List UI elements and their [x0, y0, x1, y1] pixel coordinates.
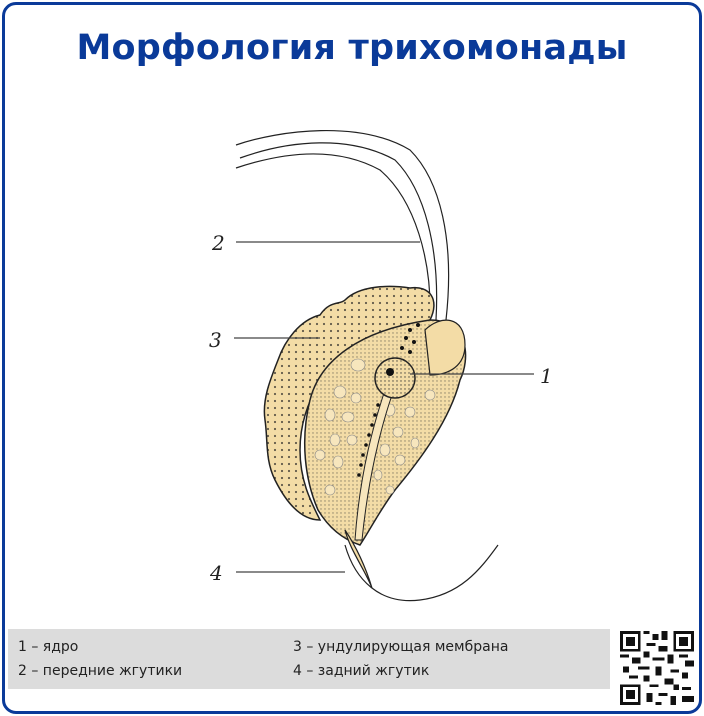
callout-4: 4 [209, 561, 223, 585]
page-title: Морфология трихомонады [76, 28, 628, 68]
posterior-flagellum [344, 544, 499, 602]
legend-item-2: 2 – передние жгутики [18, 663, 183, 679]
anterior-flagella [235, 130, 450, 321]
legend-item-3: 3 – ундулирующая мембрана [293, 639, 509, 655]
qr-code-icon[interactable] [620, 631, 694, 705]
nucleus [374, 323, 420, 399]
legend: 1 – ядро 2 – передние жгутики 3 – ундули… [8, 629, 610, 689]
legend-item-1: 1 – ядро [18, 639, 79, 655]
cell-body [303, 319, 467, 589]
trichomonas-illustration: 2 3 1 4 [209, 130, 553, 602]
legend-item-4: 4 – задний жгутик [293, 663, 430, 679]
callout-3: 3 [209, 328, 222, 352]
callout-1: 1 [540, 364, 553, 388]
callout-2: 2 [211, 231, 225, 255]
